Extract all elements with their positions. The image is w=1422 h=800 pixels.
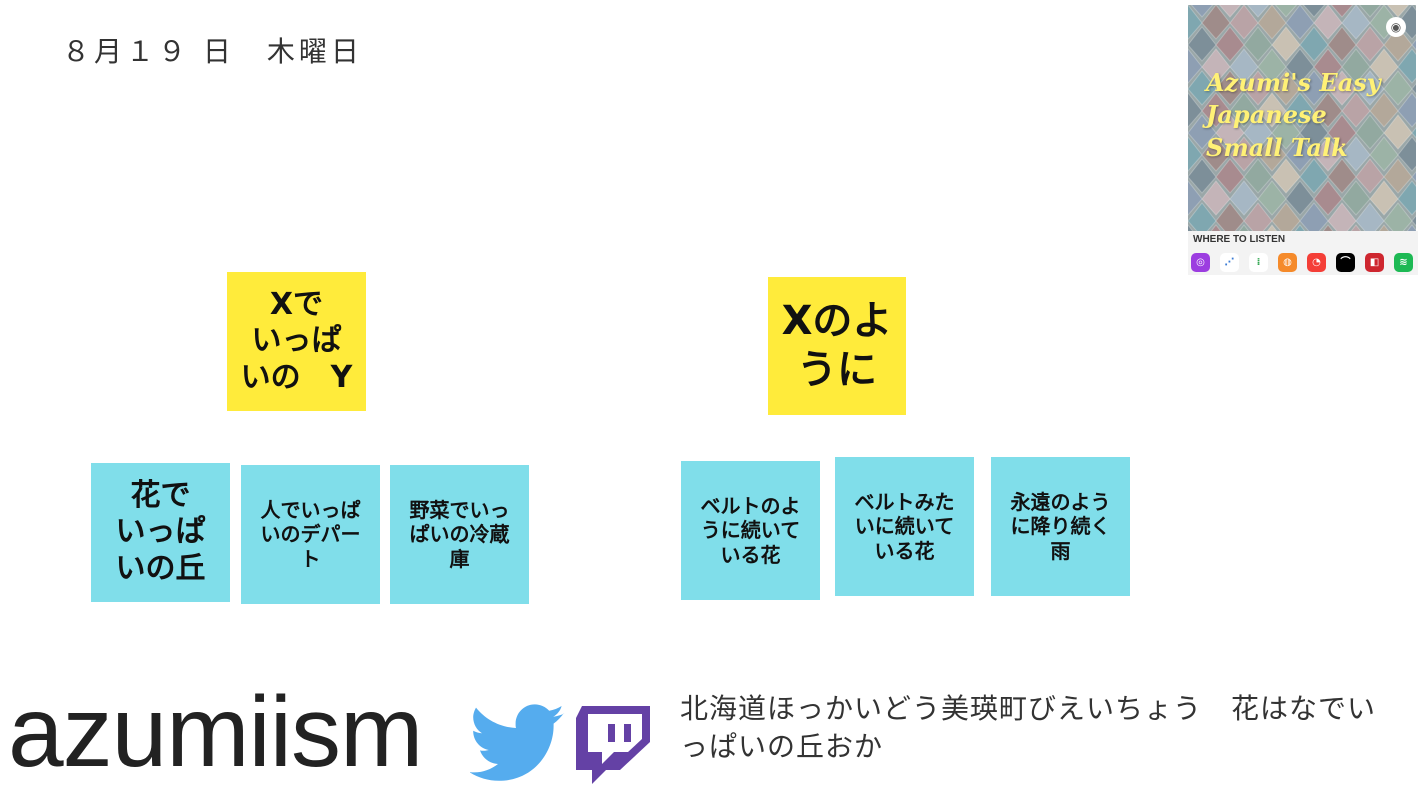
note-example-eien-no-youni: 永遠のよう に降り続く 雨 [991, 457, 1130, 596]
pocket-casts-icon[interactable]: ◔ [1307, 253, 1326, 272]
podcast-card[interactable]: Azumi's Easy Japanese Small Talk ◉ WHERE… [1188, 5, 1418, 275]
note-example-eien-no-youni-text: 永遠のよう に降り続く 雨 [1010, 489, 1111, 563]
note-example-beruto-mitaini: ベルトみた いに続いて いる花 [835, 457, 974, 596]
note-example-yasai-de-ippai-text: 野菜でいっ ぱいの冷蔵 庫 [409, 497, 510, 571]
caption-text: 北海道ほっかいどう美瑛町びえいちょう 花はなでいっぱいの丘おか [680, 692, 1377, 763]
where-to-listen-label: WHERE TO LISTEN [1193, 234, 1286, 245]
note-pattern-de-ippai: Xで いっぱ いの Y [227, 272, 366, 411]
note-example-beruto-no-youni-text: ベルトのよ うに続いて いる花 [700, 493, 801, 567]
note-example-yasai-de-ippai: 野菜でいっ ぱいの冷蔵 庫 [390, 465, 529, 604]
apple-podcasts-icon[interactable]: ◎ [1191, 253, 1210, 272]
date-heading: ８月１９ 日 木曜日 [62, 35, 363, 68]
where-to-listen-bar: WHERE TO LISTEN ◎ ⋰ ⁞ ◍ ◔ ⌒ ◧ ≋ [1188, 231, 1418, 275]
overcast-icon[interactable]: ◍ [1278, 253, 1297, 272]
twitch-icon[interactable] [576, 706, 650, 784]
podcast-title: Azumi's Easy Japanese Small Talk [1206, 68, 1381, 162]
breaker-icon[interactable]: ⋰ [1220, 253, 1239, 272]
note-example-hana-de-ippai-text: 花で いっぱ いの丘 [115, 477, 206, 586]
brand-name: azumiism [8, 676, 423, 788]
note-pattern-no-youni-text: Xのよ うに [781, 298, 893, 393]
castbox-icon[interactable]: ⌒ [1336, 253, 1355, 272]
note-pattern-no-youni: Xのよ うに [768, 277, 906, 415]
note-example-beruto-no-youni: ベルトのよ うに続いて いる花 [681, 461, 820, 600]
note-example-beruto-mitaini-text: ベルトみた いに続いて いる花 [854, 489, 955, 563]
google-podcasts-icon[interactable]: ⁞ [1249, 253, 1268, 272]
note-example-hana-de-ippai: 花で いっぱ いの丘 [91, 463, 230, 602]
podcast-icon: ◉ [1386, 17, 1406, 37]
note-example-hito-de-ippai: 人でいっぱ いのデパー ト [241, 465, 380, 604]
note-example-hito-de-ippai-text: 人でいっぱ いのデパー ト [260, 497, 361, 571]
radiopublic-icon[interactable]: ◧ [1365, 253, 1384, 272]
note-pattern-de-ippai-text: Xで いっぱ いの Y [240, 286, 353, 395]
platform-list: ◎ ⋰ ⁞ ◍ ◔ ⌒ ◧ ≋ [1191, 253, 1413, 272]
spotify-icon[interactable]: ≋ [1394, 253, 1413, 272]
scale-pattern [1188, 5, 1416, 231]
podcast-cover[interactable]: Azumi's Easy Japanese Small Talk ◉ [1188, 5, 1416, 231]
twitter-icon[interactable] [470, 702, 566, 786]
